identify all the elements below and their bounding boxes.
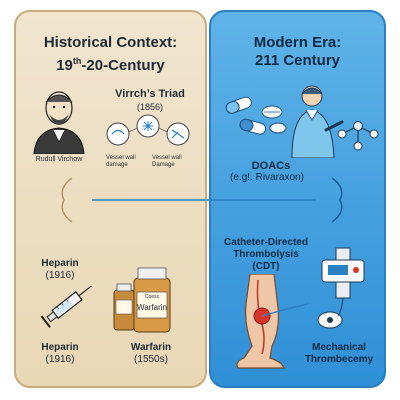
right-bracket xyxy=(331,177,343,223)
warfarin-year: (1550s) xyxy=(134,354,168,365)
cdt-line3: (CDT) xyxy=(252,261,280,272)
modern-title: Modern Era: 211 Century xyxy=(209,34,386,70)
portrait-caption: Rudull Virchow xyxy=(35,156,83,163)
pills-icon xyxy=(225,96,287,135)
bottle-small-label: Coesc xyxy=(144,294,160,300)
mech-label: Mechanical Thrombecemy xyxy=(294,342,384,366)
molecule-icon xyxy=(337,121,379,151)
thrombectomy-device-icon xyxy=(317,247,365,329)
leg-icon xyxy=(236,274,309,369)
historical-title-line1: Historical Context: xyxy=(43,34,178,51)
left-bracket xyxy=(61,177,73,223)
cdt-line2: Thrombolysis xyxy=(233,249,299,260)
cdt-line1: Catheter-Directed xyxy=(224,237,308,248)
triad-label-b: Vessel wall Damage xyxy=(152,155,182,168)
scientist-icon xyxy=(291,85,344,158)
syringe-icon xyxy=(40,285,92,328)
modern-panel xyxy=(209,10,386,388)
triad-title: Virrch’s Triad xyxy=(115,88,185,100)
historical-title-line2: 19th-20-Century xyxy=(56,56,165,74)
heparin-bottom-year: (1916) xyxy=(45,354,75,365)
modern-title-line1: Modern Era: xyxy=(253,34,342,51)
mech-line2: Thrombecemy xyxy=(304,354,374,365)
heparin-bottom-name: Heparin xyxy=(41,342,79,353)
doac-example: (e.g!. Rivaraxon) xyxy=(230,172,304,183)
historical-title: Historical Context: 19th-20-Century xyxy=(14,34,207,75)
modern-title-line2: 211 Century xyxy=(254,52,341,69)
bottle-large-label: Warfarin xyxy=(137,303,167,312)
mech-line1: Mechanical xyxy=(312,342,366,353)
doac-name: DOACs xyxy=(251,160,291,172)
heparin-top-name: Heparin xyxy=(41,258,79,269)
cdt-label: Catheter-Directed Thrombolysis (CDT) xyxy=(214,237,318,273)
warfarin-name: Warfarin xyxy=(130,342,172,353)
historical-panel xyxy=(14,10,207,388)
warfarin-bottles-icon xyxy=(113,267,171,333)
heparin-top-year: (1916) xyxy=(45,270,75,281)
triad-year: (1856) xyxy=(136,102,163,112)
virchow-portrait-icon xyxy=(33,91,85,154)
triad-diagram-icon xyxy=(106,114,190,146)
triad-label-a: Vessel wall damage xyxy=(106,155,136,168)
